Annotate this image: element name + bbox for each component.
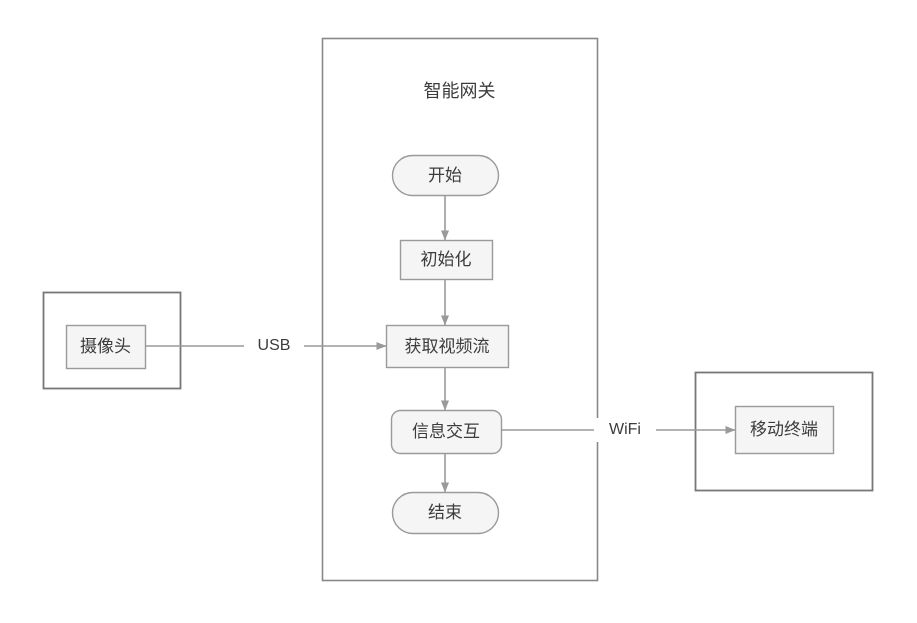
node-start-shape[interactable]	[391, 154, 500, 197]
camera-container-shape	[42, 291, 182, 390]
mobile-container-shape	[694, 371, 874, 492]
node-exchange-shape[interactable]	[390, 409, 503, 455]
gateway-container-title: 智能网关	[423, 81, 496, 101]
node-init-shape[interactable]	[399, 239, 494, 281]
edge-label-usb: USB	[244, 334, 304, 358]
gateway-container-shape	[321, 37, 599, 582]
node-mobile-shape[interactable]	[734, 405, 835, 455]
node-end-shape[interactable]	[391, 491, 500, 535]
node-camera-shape[interactable]	[65, 324, 147, 370]
node-capture-shape[interactable]	[385, 324, 510, 369]
edge-label-wifi: WiFi	[594, 418, 656, 442]
